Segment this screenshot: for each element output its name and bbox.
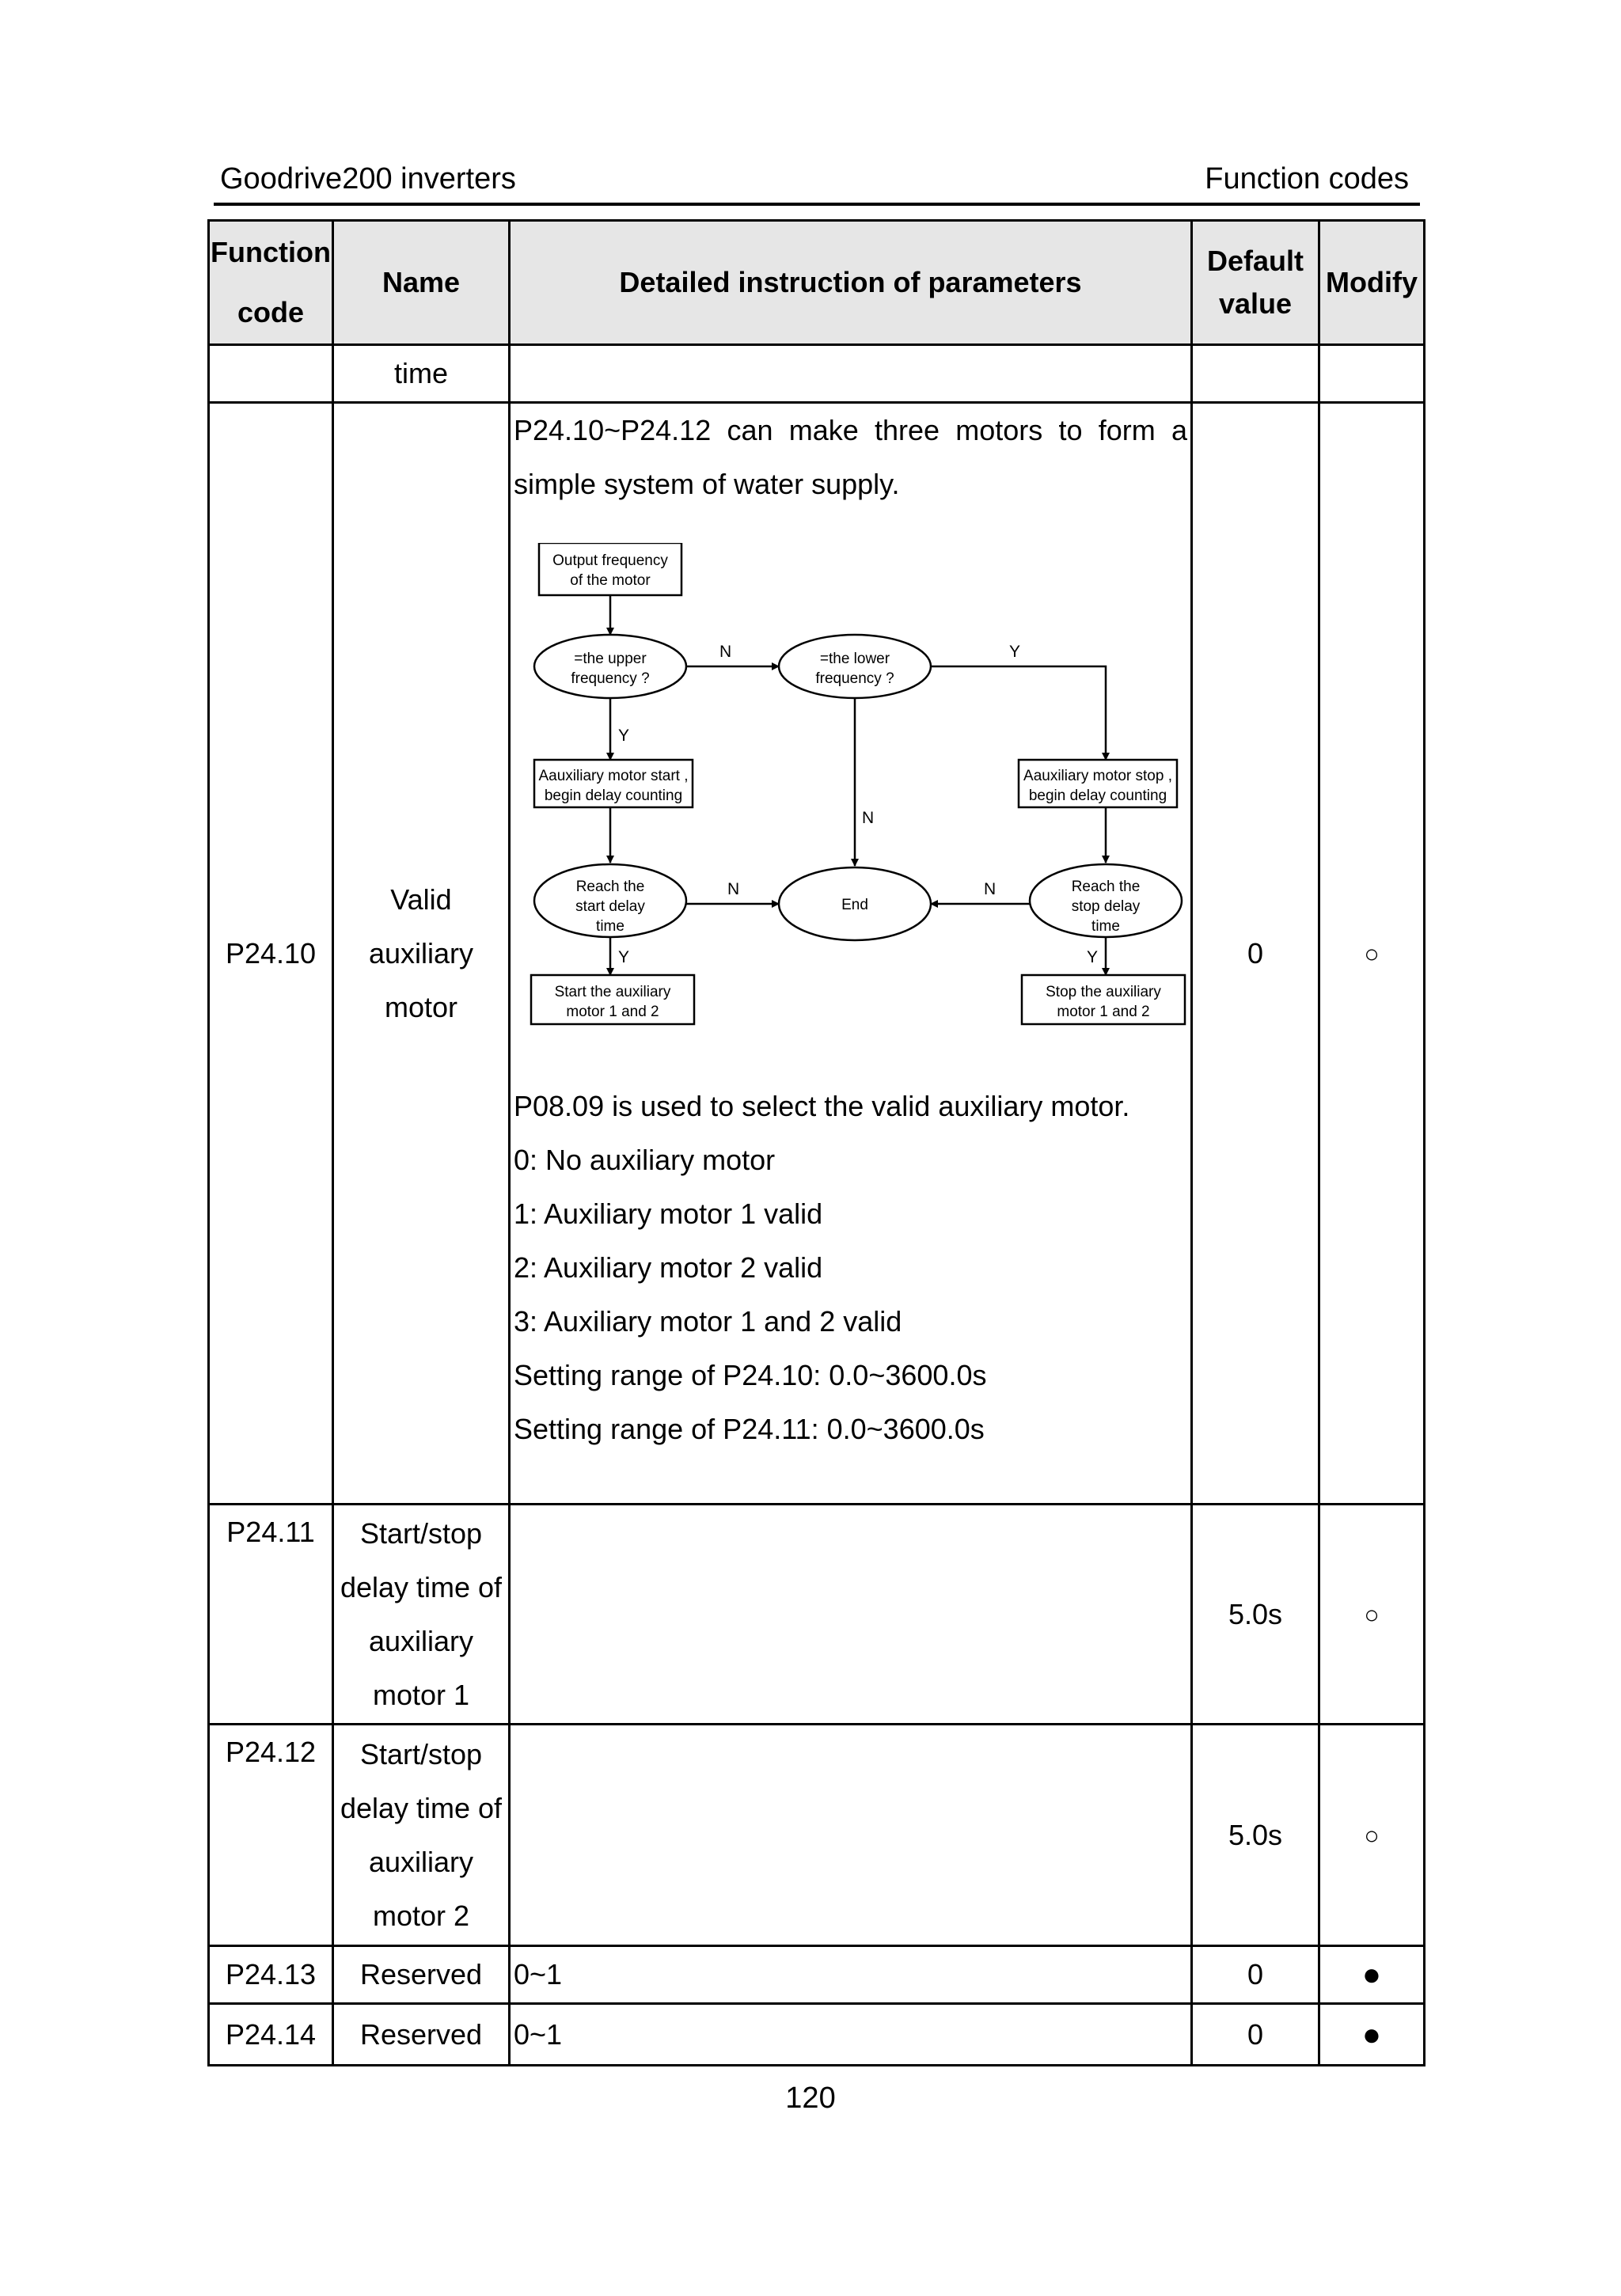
cell-name: Start/stop delay time of auxiliary motor… <box>332 1723 511 1947</box>
upper-q-line1: =the upper <box>574 651 647 667</box>
lower-q-line1: =the lower <box>820 651 890 667</box>
start-aux-line2: motor 1 and 2 <box>566 1004 659 1020</box>
reach-stop-line3: time <box>1091 918 1120 935</box>
cell-modify: ● <box>1318 1945 1425 2005</box>
label-n-stop: N <box>984 880 996 898</box>
label-y-start: Y <box>618 948 629 966</box>
cell-name: time <box>332 343 511 404</box>
start-aux-line1: Start the auxiliary <box>555 984 671 1000</box>
cell-default: 0 <box>1190 2002 1320 2066</box>
page-number: 120 <box>785 2082 836 2115</box>
label-n-start: N <box>727 880 739 898</box>
label-n-lower: N <box>862 809 874 827</box>
label-y-upper: Y <box>618 727 629 745</box>
output-box-line2: of the motor <box>570 572 651 589</box>
cell-modify: ○ <box>1318 1503 1425 1725</box>
cell-detail <box>508 1723 1193 1947</box>
end-label: End <box>841 897 868 913</box>
cell-default: 0 <box>1190 1945 1320 2005</box>
cell-name: Reserved <box>332 2002 511 2066</box>
stop-aux-line2: motor 1 and 2 <box>1057 1004 1149 1020</box>
lower-q-line2: frequency ? <box>815 670 894 687</box>
table-row: P24.14 Reserved 0~1 0 ● <box>207 2002 1425 2066</box>
detail-line: 2: Auxiliary motor 2 valid <box>514 1251 823 1284</box>
start-aux-box <box>530 973 696 1026</box>
cell-code: P24.13 <box>207 1945 334 2005</box>
col-function-code: Function code <box>207 219 334 346</box>
cell-modify: ○ <box>1318 401 1425 1505</box>
detail-line: 0: No auxiliary motor <box>514 1144 776 1176</box>
detail-line: 1: Auxiliary motor 1 valid <box>514 1197 823 1230</box>
cell-detail <box>508 343 1193 404</box>
stop-aux-box <box>1020 973 1186 1026</box>
aux-stop-line1: Aauxiliary motor stop , <box>1023 768 1172 784</box>
reach-start-line2: start delay <box>575 898 645 915</box>
label-y-lower: Y <box>1009 643 1020 661</box>
table-row: P24.11 Start/stop delay time of auxiliar… <box>207 1503 1425 1725</box>
detail-line: Setting range of P24.10: 0.0~3600.0s <box>514 1359 987 1391</box>
cell-default <box>1190 343 1320 404</box>
cell-default: 5.0s <box>1190 1723 1320 1947</box>
label-y-stop: Y <box>1087 948 1098 966</box>
header-left: Goodrive200 inverters <box>220 162 516 195</box>
cell-default: 0 <box>1190 401 1320 1505</box>
detail-intro: P24.10~P24.12 can make three motors to f… <box>514 414 1187 500</box>
stop-aux-line1: Stop the auxiliary <box>1046 984 1161 1000</box>
cell-modify <box>1318 343 1425 404</box>
aux-start-line2: begin delay counting <box>545 787 682 804</box>
label-n-upper: N <box>719 643 731 661</box>
cell-code: P24.12 <box>207 1723 334 1947</box>
aux-start-line1: Aauxiliary motor start , <box>539 768 689 784</box>
cell-default: 5.0s <box>1190 1503 1320 1725</box>
table-row: P24.10 Valid auxiliary motor P24.10~P24.… <box>207 401 1425 1505</box>
col-name: Name <box>332 219 511 346</box>
cell-modify: ○ <box>1318 1723 1425 1947</box>
cell-name: Valid auxiliary motor <box>332 401 511 1505</box>
aux-start-box <box>533 758 694 809</box>
cell-code: P24.11 <box>207 1503 334 1725</box>
cell-detail <box>508 1503 1193 1725</box>
table-row: time <box>207 343 1425 404</box>
cell-detail: 0~1 <box>508 1945 1193 2005</box>
header-rule <box>214 203 1420 206</box>
cell-code: P24.14 <box>207 2002 334 2066</box>
cell-name: Start/stop delay time of auxiliary motor… <box>332 1503 511 1725</box>
detail-line: Setting range of P24.11: 0.0~3600.0s <box>514 1413 985 1445</box>
table-row: P24.12 Start/stop delay time of auxiliar… <box>207 1723 1425 1947</box>
output-box-line1: Output frequency <box>552 552 668 569</box>
cell-code: P24.10 <box>207 401 334 1505</box>
cell-detail: 0~1 <box>508 2002 1193 2066</box>
col-default: Default value <box>1190 219 1320 346</box>
table-row: P24.13 Reserved 0~1 0 ● <box>207 1945 1425 2005</box>
table-header-row: Function code Name Detailed instruction … <box>207 219 1425 346</box>
reach-start-line3: time <box>596 918 624 935</box>
reach-stop-line2: stop delay <box>1072 898 1141 915</box>
reach-start-line1: Reach the <box>576 879 645 895</box>
aux-stop-line2: begin delay counting <box>1029 787 1167 804</box>
cell-code <box>207 343 334 404</box>
parameter-table: Function code Name Detailed instruction … <box>207 219 1425 2066</box>
col-detail: Detailed instruction of parameters <box>508 219 1193 346</box>
reach-stop-line1: Reach the <box>1072 879 1141 895</box>
header-right: Function codes <box>1205 162 1409 195</box>
upper-q-line2: frequency ? <box>571 670 649 687</box>
col-modify: Modify <box>1318 219 1425 346</box>
cell-modify: ● <box>1318 2002 1425 2066</box>
detail-line: 3: Auxiliary motor 1 and 2 valid <box>514 1305 902 1338</box>
aux-stop-box <box>1017 758 1179 809</box>
cell-name: Reserved <box>332 1945 511 2005</box>
flowchart: Output frequency of the motor =the upper… <box>530 543 1186 1026</box>
detail-line: P08.09 is used to select the valid auxil… <box>514 1090 1130 1122</box>
cell-detail: P24.10~P24.12 can make three motors to f… <box>508 401 1193 1505</box>
